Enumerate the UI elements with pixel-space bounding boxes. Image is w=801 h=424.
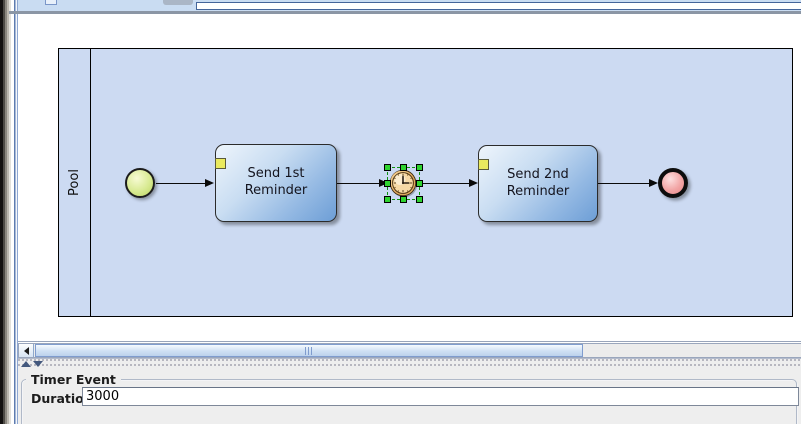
flow-line [598,182,649,185]
task-type-marker-icon [478,159,489,170]
task-type-marker-icon [215,158,226,169]
selection-handle[interactable] [383,179,391,187]
sequence-flow-task1-to-timer[interactable] [337,179,388,188]
selection-handle[interactable] [399,163,407,171]
flow-line [337,182,379,185]
end-event-shape[interactable] [658,168,688,198]
selection-handle[interactable] [415,163,423,171]
properties-panel: Timer Event Duration [18,368,801,424]
diagram-canvas[interactable]: Pool Send 1st Reminder [18,14,801,342]
task-send-2nd-reminder[interactable]: Send 2nd Reminder [478,145,598,222]
task-label-line: Send 2nd [507,166,569,182]
panel-left-border [14,0,18,424]
pool-label-band[interactable]: Pool [59,49,91,316]
arrowhead-icon [649,179,658,187]
split-pane-divider[interactable] [18,358,801,368]
window-left-edge [0,0,14,424]
pool-label: Pool [67,169,82,196]
sequence-flow-task2-to-end[interactable] [598,179,658,188]
sequence-flow-timer-to-task2[interactable] [423,179,478,188]
task-label-line: Send 1st [247,166,305,182]
selection-handle[interactable] [415,195,423,203]
sequence-flow-start-to-task1[interactable] [156,179,214,188]
selection-handle[interactable] [415,179,423,187]
duration-input[interactable] [82,387,799,406]
task-label-line: Reminder [244,183,308,198]
scroll-left-icon [23,346,29,355]
cropped-tab-stub [45,0,57,5]
collapse-up-icon[interactable] [21,361,31,367]
task-label-line: Reminder [506,183,570,199]
selection-handle[interactable] [383,195,391,203]
horizontal-divider-bar [9,11,801,14]
timer-event-shape-selected[interactable] [383,163,423,203]
duration-label: Duration [31,391,93,406]
collapse-down-icon[interactable] [33,361,43,367]
scrollbar-thumb[interactable] [35,344,583,357]
flow-line [156,182,205,185]
selection-handle[interactable] [399,195,407,203]
thumb-grip-icon [305,347,314,355]
scroll-left-button[interactable] [19,344,34,357]
horizontal-scrollbar[interactable] [18,343,801,358]
divider-grip-icon[interactable] [163,0,193,5]
flow-line [423,182,469,185]
selection-handle[interactable] [383,163,391,171]
properties-group-title: Timer Event [26,372,121,387]
task-send-1st-reminder[interactable]: Send 1st Reminder [215,144,337,222]
arrowhead-icon [205,179,214,187]
cropped-toolbar-edge [196,2,801,10]
cropped-top-area [18,0,801,11]
arrowhead-icon [469,179,478,187]
start-event-shape[interactable] [125,168,155,198]
timer-clock-icon[interactable] [388,168,418,198]
